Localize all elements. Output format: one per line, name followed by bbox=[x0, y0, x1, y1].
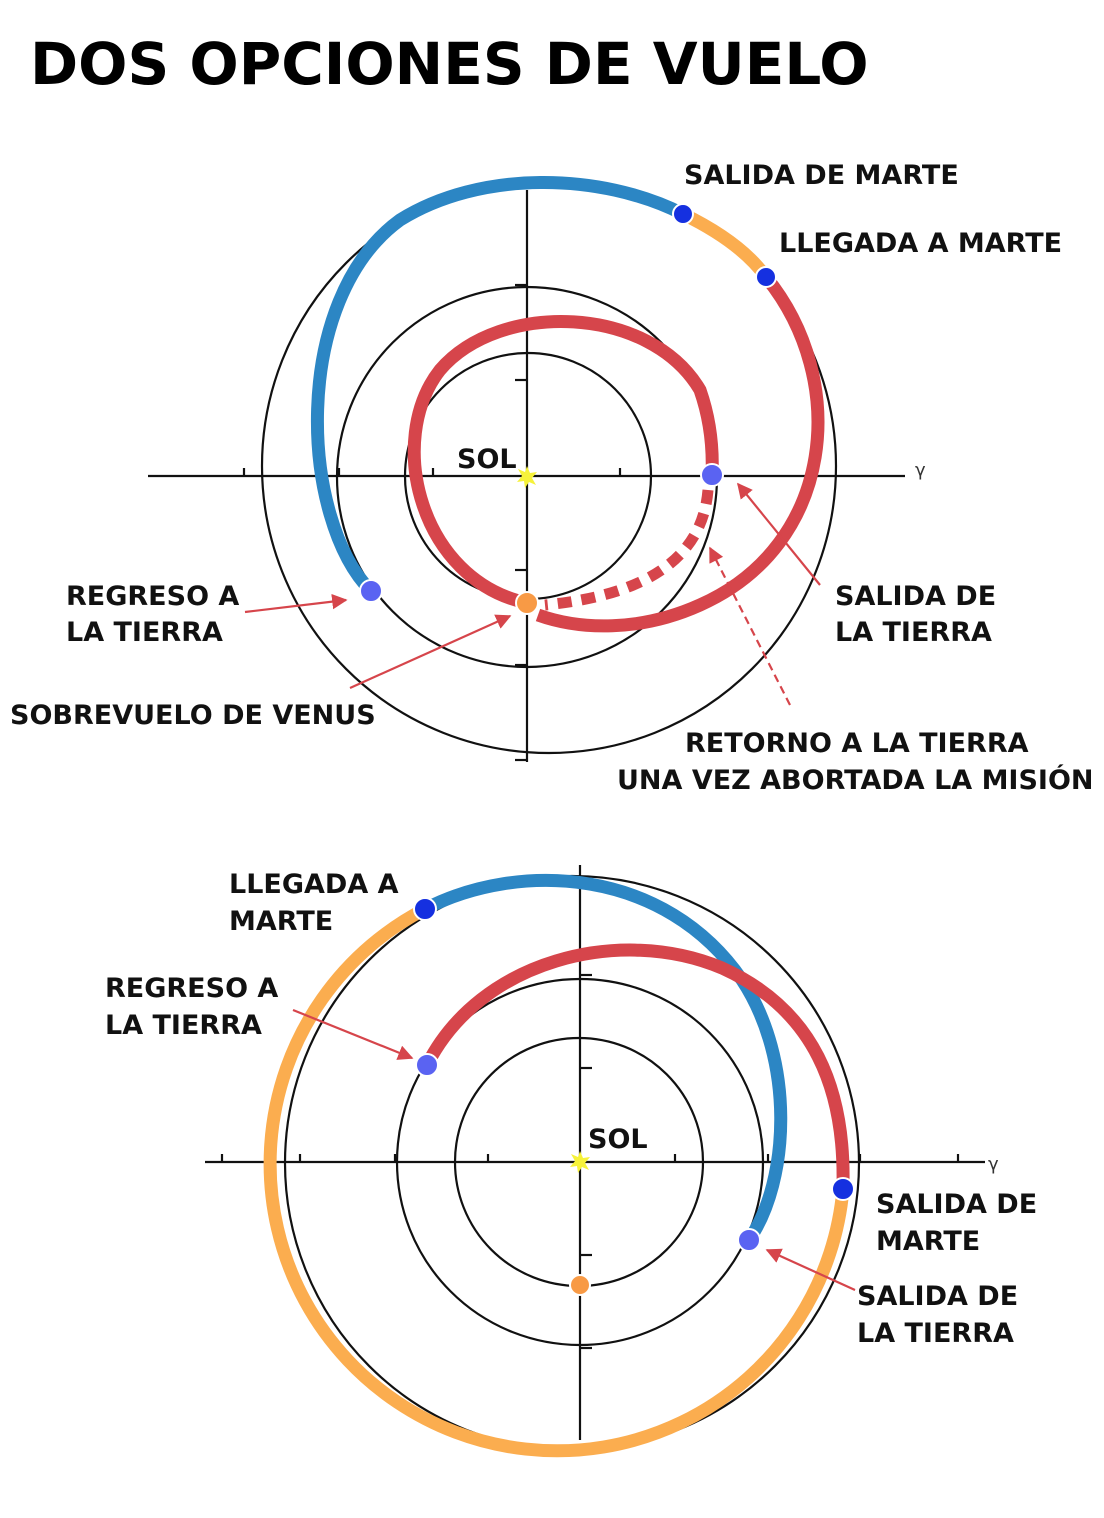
venus-flyby-loop bbox=[407, 315, 719, 610]
axis-gamma-label: γ bbox=[988, 1154, 999, 1175]
return-trajectory bbox=[421, 943, 850, 1186]
label-venus-flyby: SOBREVUELO DE VENUS bbox=[10, 700, 376, 731]
venus-flyby-point bbox=[515, 591, 539, 615]
arrow-abort-return bbox=[709, 546, 791, 706]
venus-point bbox=[569, 1274, 591, 1296]
mars-stay-arc bbox=[263, 903, 850, 1458]
label-mars-arrival-1: LLEGADA A bbox=[229, 869, 399, 900]
mars-stay-arc bbox=[680, 208, 772, 281]
page-title: DOS OPCIONES DE VUELO bbox=[30, 30, 869, 98]
label-earth-return-2: LA TIERRA bbox=[105, 1010, 262, 1041]
mars-departure-point bbox=[831, 1177, 855, 1201]
mars-arrival-point bbox=[755, 266, 777, 288]
label-earth-departure-1: SALIDA DE bbox=[835, 581, 996, 612]
arrow-earth-return bbox=[292, 1008, 414, 1060]
earth-return-point bbox=[359, 579, 383, 603]
mars-arrival-point bbox=[413, 897, 437, 921]
label-earth-return-2: LA TIERRA bbox=[66, 617, 223, 648]
arrow-venus-flyby bbox=[349, 614, 512, 690]
earth-return-point bbox=[415, 1053, 439, 1077]
label-mars-departure-1: SALIDA DE bbox=[876, 1189, 1037, 1220]
axis-gamma-label: γ bbox=[915, 460, 926, 481]
outbound-trajectory bbox=[422, 874, 788, 1244]
label-earth-return-1: REGRESO A bbox=[105, 973, 278, 1004]
label-earth-departure-1: SALIDA DE bbox=[857, 1281, 1018, 1312]
label-earth-return-1: REGRESO A bbox=[66, 581, 239, 612]
label-abort-1: RETORNO A LA TIERRA bbox=[685, 728, 1029, 759]
arrow-earth-departure bbox=[737, 482, 821, 586]
return-trajectory bbox=[535, 272, 825, 633]
label-mars-departure-2: MARTE bbox=[876, 1226, 980, 1257]
label-mars-arrival: LLEGADA A MARTE bbox=[779, 228, 1062, 259]
label-earth-departure-2: LA TIERRA bbox=[835, 617, 992, 648]
arrow-earth-departure bbox=[765, 1248, 856, 1292]
label-abort-2: UNA VEZ ABORTADA LA MISIÓN bbox=[617, 764, 1094, 796]
label-mars-arrival-2: MARTE bbox=[229, 906, 333, 937]
earth-departure-point bbox=[737, 1228, 761, 1252]
outbound-trajectory bbox=[311, 176, 686, 596]
sun-label: SOL bbox=[588, 1124, 648, 1155]
sun-label: SOL bbox=[457, 444, 517, 475]
diagram-option-2: γ SOL LLEGADA A MARTE REGRESO A LA TIERR… bbox=[105, 865, 1037, 1458]
earth-orbit bbox=[395, 977, 765, 1347]
label-earth-departure-2: LA TIERRA bbox=[857, 1318, 1014, 1349]
label-mars-departure: SALIDA DE MARTE bbox=[684, 160, 959, 191]
arrow-earth-return bbox=[244, 593, 348, 614]
diagram-option-1: γ SOL SALIDA DE MARTE LLEGADA A MARTE RE… bbox=[10, 160, 1094, 796]
axis-ticks bbox=[242, 283, 812, 762]
earth-departure-point bbox=[700, 463, 724, 487]
axis-ticks bbox=[220, 973, 960, 1350]
mars-departure-point bbox=[672, 203, 694, 225]
abort-return-trajectory bbox=[544, 489, 714, 611]
